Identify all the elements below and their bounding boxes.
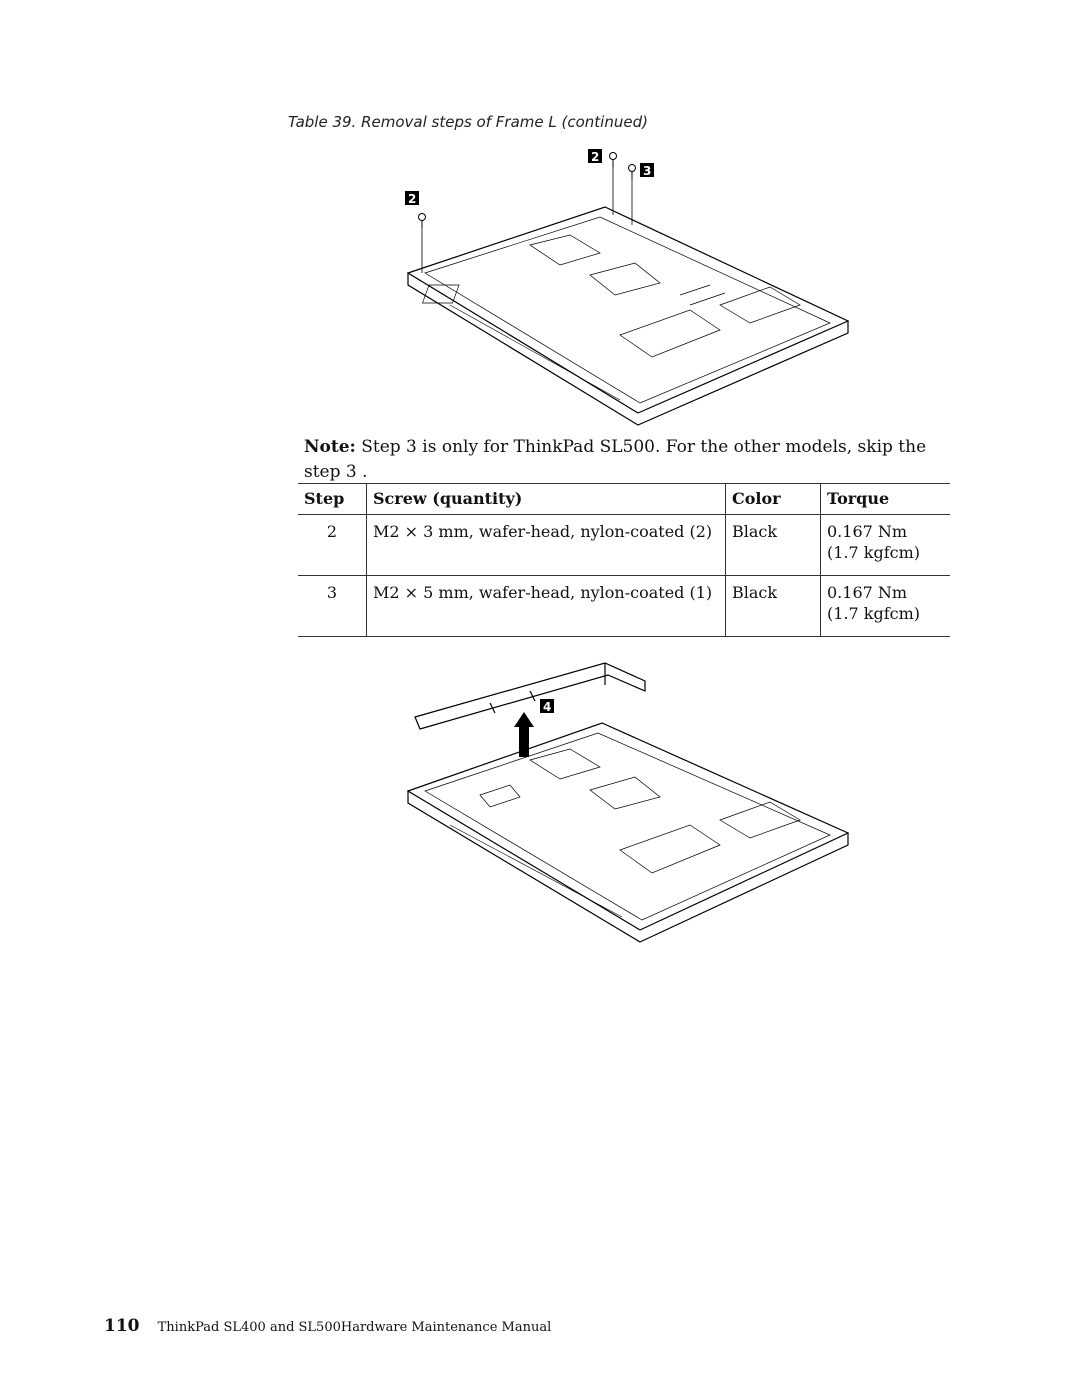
lift-arrow-icon [514,712,534,757]
callout-step-2-left-label: 2 [408,192,416,206]
page-number: 110 [104,1316,140,1336]
page-footer: 110 ThinkPad SL400 and SL500Hardware Mai… [104,1316,551,1336]
cell-torque: 0.167 Nm (1.7 kgfcm) [820,575,950,637]
callout-step-3-label: 3 [643,164,651,178]
table-row: 3 M2 × 5 mm, wafer-head, nylon-coated (1… [298,575,950,637]
cell-color: Black [725,514,821,576]
callout-step-4 [540,699,554,713]
cell-color: Black [725,575,821,637]
torque-kgfcm: (1.7 kgfcm) [827,604,921,623]
header-torque: Torque [820,483,950,515]
cell-screw: M2 × 3 mm, wafer-head, nylon-coated (2) [366,514,726,576]
callout-step-4-label: 4 [543,700,551,714]
callout-step-2-top-label: 2 [591,150,599,164]
callout-step-3 [640,163,654,177]
screw-icon [609,152,617,167]
table-header-row: Step Screw (quantity) Color Torque [298,483,950,515]
note-text: Step 3 is only for ThinkPad SL500. For t… [304,437,927,482]
header-color: Color [725,483,821,515]
cell-step: 2 [298,514,367,576]
torque-kgfcm: (1.7 kgfcm) [827,543,921,562]
manual-title: ThinkPad SL400 and SL500Hardware Mainten… [157,1320,552,1335]
note-label: Note: [304,437,356,457]
callout-step-2-top [588,149,602,163]
cell-step: 3 [298,575,367,637]
note-paragraph: Note: Step 3 is only for ThinkPad SL500.… [304,435,944,485]
cell-screw: M2 × 5 mm, wafer-head, nylon-coated (1) [366,575,726,637]
screw-icon [628,164,636,179]
torque-nm: 0.167 Nm [827,583,908,602]
cell-torque: 0.167 Nm (1.7 kgfcm) [820,514,950,576]
frame-l-part [414,662,646,730]
table-row: 2 M2 × 3 mm, wafer-head, nylon-coated (2… [298,514,950,576]
torque-nm: 0.167 Nm [827,522,908,541]
header-step: Step [298,483,367,515]
table-caption: Table 39. Removal steps of Frame L (cont… [288,113,648,131]
callout-step-2-left [405,191,419,205]
screw-icon [418,213,426,228]
screw-spec-table: Step Screw (quantity) Color Torque 2 M2 … [298,483,950,637]
frame-lift-illustration: 4 [406,662,850,943]
header-screw: Screw (quantity) [366,483,726,515]
frame-screw-removal-illustration: 2 3 2 [405,149,850,426]
